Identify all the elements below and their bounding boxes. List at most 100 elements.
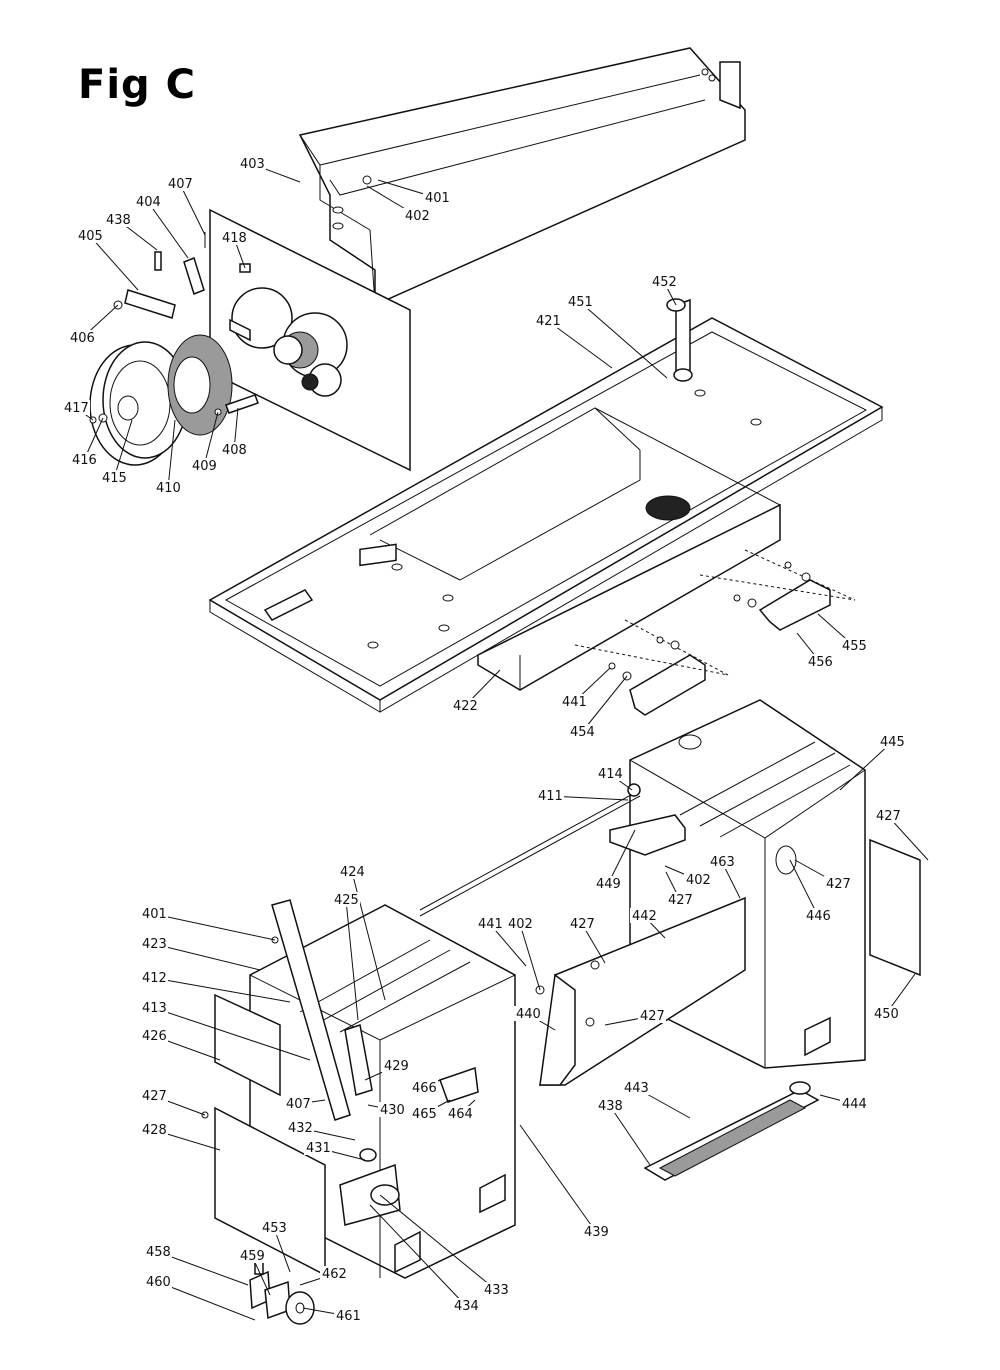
part-label-455: 455 — [842, 639, 867, 654]
part-label-466: 466 — [412, 1081, 437, 1096]
label-bg-412 — [140, 970, 168, 985]
chip-tray-421 — [208, 298, 884, 713]
part-label-438: 438 — [106, 213, 131, 228]
leader-line-409 — [203, 411, 219, 467]
label-bg-427 — [874, 808, 902, 823]
leader-line-451 — [579, 301, 668, 379]
splash-panel-442 — [535, 896, 746, 1086]
leader-line-433 — [379, 1194, 497, 1291]
label-bg-453 — [260, 1220, 288, 1235]
part-label-402: 402 — [405, 209, 430, 224]
part-label-427: 427 — [640, 1009, 665, 1024]
label-bg-418 — [220, 230, 248, 245]
label-bg-427 — [666, 892, 694, 907]
leader-line-427 — [887, 815, 929, 861]
part-label-415: 415 — [102, 471, 127, 486]
part-label-462: 462 — [322, 1267, 347, 1282]
gear-housing-panel — [209, 208, 411, 472]
label-bg-452 — [650, 274, 678, 289]
label-bg-411 — [536, 788, 564, 803]
leader-line-434 — [369, 1204, 467, 1307]
part-label-456: 456 — [808, 655, 833, 670]
leader-line-425 — [345, 899, 359, 1021]
part-label-444: 444 — [842, 1097, 867, 1112]
label-bg-443 — [622, 1080, 650, 1095]
part-label-427: 427 — [826, 877, 851, 892]
label-bg-401 — [423, 190, 451, 205]
label-bg-428 — [140, 1122, 168, 1137]
leader-line-415 — [113, 419, 133, 479]
leader-line-446 — [789, 859, 819, 917]
part-label-463: 463 — [710, 855, 735, 870]
figure-title: Fig C — [78, 62, 196, 108]
label-bg-409 — [190, 458, 218, 473]
leader-line-439 — [519, 1124, 597, 1233]
part-label-441: 441 — [562, 695, 587, 710]
label-bg-421 — [534, 313, 562, 328]
left-cabinet-423 — [201, 899, 516, 1279]
part-label-421: 421 — [536, 314, 561, 329]
part-label-417: 417 — [64, 401, 89, 416]
label-bg-459 — [238, 1248, 266, 1263]
leader-line-405 — [89, 235, 139, 291]
part-label-430: 430 — [380, 1103, 405, 1118]
label-bg-466 — [410, 1080, 438, 1095]
label-bg-455 — [840, 638, 868, 653]
part-label-459: 459 — [240, 1249, 265, 1264]
label-bg-438 — [596, 1098, 624, 1113]
label-bg-440 — [514, 1006, 542, 1021]
part-label-446: 446 — [806, 909, 831, 924]
part-label-454: 454 — [570, 725, 595, 740]
leader-line-413 — [153, 1007, 311, 1061]
part-label-460: 460 — [146, 1275, 171, 1290]
leader-line-423 — [153, 943, 261, 971]
part-label-406: 406 — [70, 331, 95, 346]
part-label-453: 453 — [262, 1221, 287, 1236]
label-bg-401 — [140, 906, 168, 921]
part-label-407: 407 — [286, 1097, 311, 1112]
part-label-443: 443 — [624, 1081, 649, 1096]
part-label-411: 411 — [538, 789, 563, 804]
part-label-438: 438 — [598, 1099, 623, 1114]
label-bg-444 — [840, 1096, 868, 1111]
handles-455 — [574, 549, 856, 716]
label-bg-427 — [824, 876, 852, 891]
label-bg-451 — [566, 294, 594, 309]
part-label-451: 451 — [568, 295, 593, 310]
label-bg-461 — [334, 1308, 362, 1323]
label-bg-460 — [144, 1274, 172, 1289]
switch-assembly — [249, 1261, 315, 1325]
part-label-442: 442 — [632, 909, 657, 924]
label-bg-414 — [596, 766, 624, 781]
label-bg-449 — [594, 876, 622, 891]
label-bg-426 — [140, 1028, 168, 1043]
leader-line-438 — [609, 1105, 651, 1166]
part-label-403: 403 — [240, 157, 265, 172]
part-label-401: 401 — [425, 191, 450, 206]
label-bg-427 — [140, 1088, 168, 1103]
part-label-445: 445 — [880, 735, 905, 750]
leader-line-460 — [157, 1281, 256, 1321]
label-bg-464 — [446, 1106, 474, 1121]
part-label-433: 433 — [484, 1283, 509, 1298]
label-bg-402 — [506, 916, 534, 931]
part-label-427: 427 — [142, 1089, 167, 1104]
label-bg-450 — [872, 1006, 900, 1021]
label-bg-403 — [238, 156, 266, 171]
label-bg-446 — [804, 908, 832, 923]
part-label-429: 429 — [384, 1059, 409, 1074]
label-bg-416 — [70, 452, 98, 467]
leader-line-449 — [607, 829, 636, 885]
part-label-412: 412 — [142, 971, 167, 986]
foot-pedal-443 — [643, 1081, 820, 1181]
part-label-402: 402 — [686, 873, 711, 888]
part-label-410: 410 — [156, 481, 181, 496]
part-label-409: 409 — [192, 459, 217, 474]
label-bg-432 — [286, 1120, 314, 1135]
leader-line-410 — [167, 419, 176, 489]
part-label-432: 432 — [288, 1121, 313, 1136]
part-label-404: 404 — [136, 195, 161, 210]
label-bg-430 — [378, 1102, 406, 1117]
leader-line-407 — [179, 183, 206, 236]
